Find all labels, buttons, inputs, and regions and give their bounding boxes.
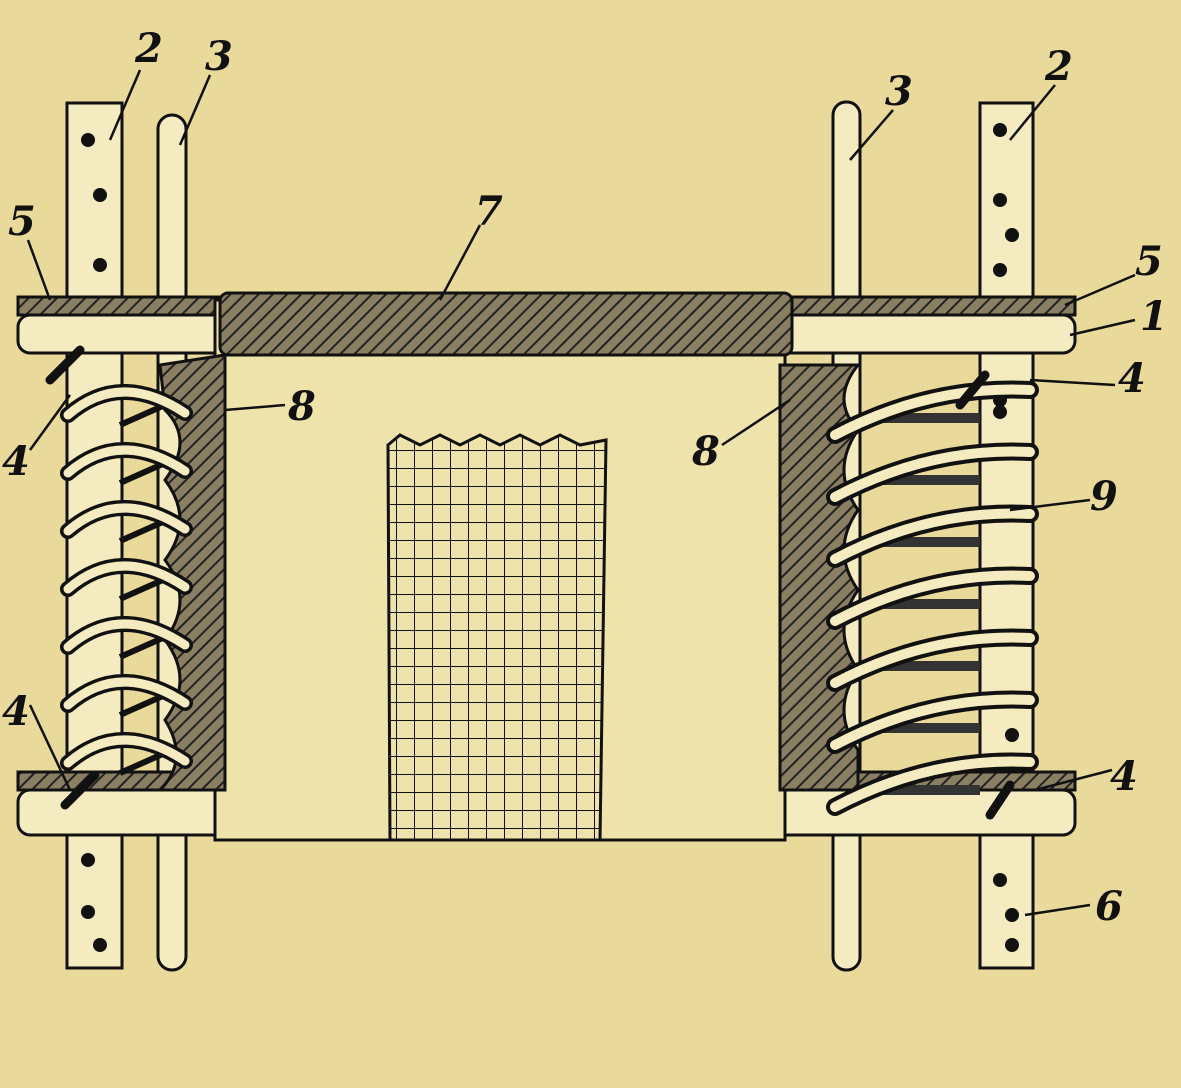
spiral-back-strand: [860, 413, 980, 423]
label-3-right: 3: [885, 68, 913, 115]
slat-hole: [81, 853, 95, 867]
slat-holes: [81, 123, 1019, 952]
spiral-coil-highlight: [830, 446, 1035, 502]
label-4-left-bottom: 4: [2, 688, 30, 735]
spiral-back-strand: [860, 785, 980, 795]
slat-hole: [1005, 728, 1019, 742]
lacing-spirals: [60, 380, 1039, 816]
leader-lines: [26, 69, 1136, 917]
spiral-coil-highlight: [830, 632, 1035, 688]
label-4-left-top: 4: [2, 438, 30, 485]
label-4-right-top: 4: [1118, 355, 1146, 402]
slat-hole: [1005, 938, 1019, 952]
spiral-back-strand: [118, 750, 167, 776]
slat-hole: [93, 258, 107, 272]
slat-hole: [93, 188, 107, 202]
spiral-back-strand: [860, 537, 980, 547]
label-4-right-bottom: 4: [1110, 753, 1138, 800]
slat-hole: [1005, 908, 1019, 922]
lashing-tie: [955, 370, 990, 410]
label-2-right: 2: [1044, 43, 1073, 90]
spiral-coil-highlight: [830, 756, 1035, 812]
spiral-coil-highlight: [63, 735, 190, 768]
spiral-back-strand: [860, 661, 980, 671]
slat-hole: [1005, 228, 1019, 242]
slat-hole: [993, 873, 1007, 887]
label-8-right: 8: [691, 428, 720, 475]
lashing-tie: [60, 770, 100, 810]
slat-hole: [993, 263, 1007, 277]
label-5-left: 5: [8, 198, 36, 245]
label-5-right: 5: [1135, 238, 1163, 285]
slat-hole: [93, 938, 107, 952]
label-2-left: 2: [134, 25, 163, 72]
spiral-back-strand: [860, 723, 980, 733]
slat-hole: [993, 123, 1007, 137]
spiral-back-strand: [118, 634, 167, 660]
spiral-coil-highlight: [830, 694, 1035, 750]
spiral-coil-highlight: [830, 570, 1035, 626]
spiral-coil-highlight: [63, 445, 190, 478]
spiral-back-strand: [860, 475, 980, 485]
spiral-back-strand: [118, 460, 167, 486]
slat-hole: [993, 193, 1007, 207]
canvas-mesh: [386, 433, 608, 842]
label-1: 1: [1140, 293, 1168, 340]
spiral-back-strand: [860, 599, 980, 609]
spiral-coil-highlight: [63, 619, 190, 652]
label-3-left: 3: [205, 33, 233, 80]
lashing-tie: [45, 345, 85, 385]
slat-hole: [81, 133, 95, 147]
label-9: 9: [1090, 473, 1118, 520]
lashing-tie: [985, 780, 1015, 820]
spiral-coil-highlight: [63, 677, 190, 710]
label-8-left: 8: [287, 383, 316, 430]
spiral-back-strand: [118, 692, 167, 718]
spiral-back-strand: [118, 576, 167, 602]
spiral-back-strand: [118, 402, 167, 428]
spiral-coil-highlight: [63, 561, 190, 594]
spiral-coil-highlight: [830, 508, 1035, 564]
spiral-coil-highlight: [830, 384, 1035, 440]
lashing-ties: [45, 345, 1015, 820]
slat-hole: [993, 405, 1007, 419]
slat-hole: [81, 905, 95, 919]
spiral-coil-highlight: [63, 503, 190, 536]
left-slat: [65, 101, 124, 970]
spiral-coil-highlight: [63, 387, 190, 420]
label-6: 6: [1095, 883, 1123, 930]
spiral-back-strand: [118, 518, 167, 544]
top-fabric-band: [218, 291, 794, 357]
label-7: 7: [475, 188, 503, 235]
